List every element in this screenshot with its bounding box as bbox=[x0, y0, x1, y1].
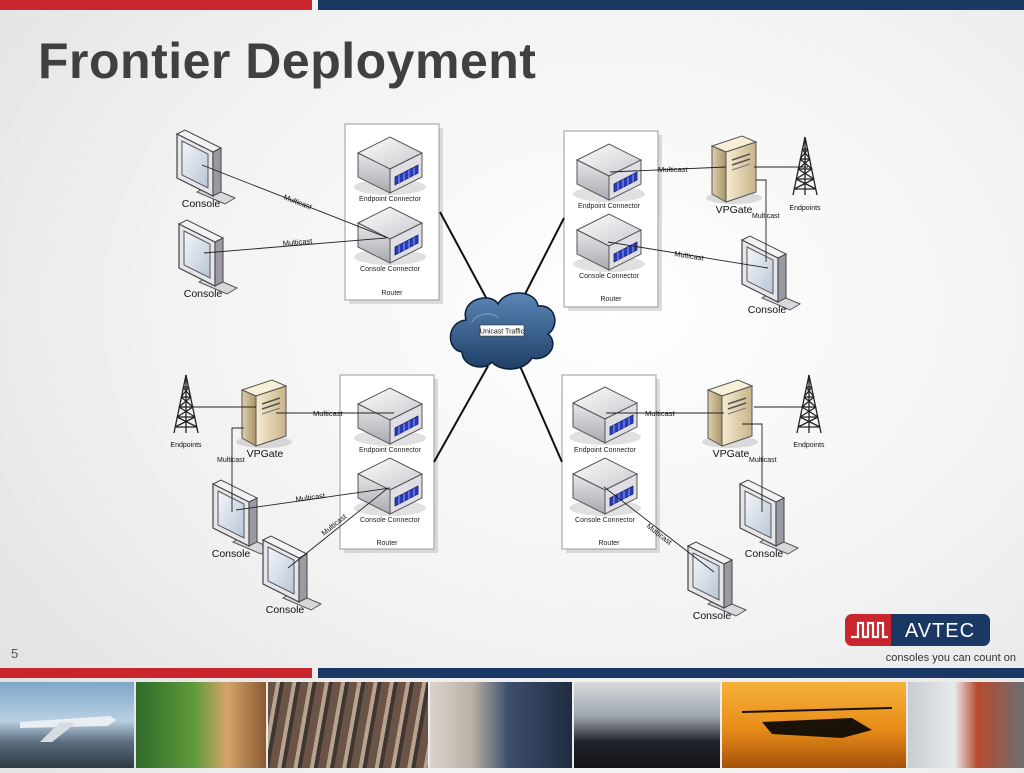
router-label: Router bbox=[600, 296, 622, 303]
airplane-photo bbox=[0, 682, 134, 768]
console-monitor-bl-2 bbox=[262, 535, 322, 611]
multicast-label: Multicast bbox=[645, 409, 676, 418]
radio-tower-bottom-left bbox=[173, 374, 199, 434]
unicast-cloud: Unicast Traffic bbox=[449, 292, 556, 370]
console-monitor-bl-1 bbox=[212, 479, 272, 555]
police-photo bbox=[574, 682, 720, 768]
console-label: Console bbox=[693, 610, 732, 622]
lineworker-photo bbox=[908, 682, 1024, 768]
console-connector-label: Console Connector bbox=[360, 266, 421, 273]
radio-tower-bottom-right bbox=[796, 374, 822, 434]
engineer-photo bbox=[430, 682, 572, 768]
endpoint-connector-label: Endpoint Connector bbox=[359, 447, 422, 454]
console-monitor-tl-2 bbox=[178, 219, 238, 295]
vpgate-label: VPGate bbox=[713, 448, 750, 460]
vpgate-server-bottom-right bbox=[701, 379, 759, 449]
slide-title: Frontier Deployment bbox=[38, 33, 537, 89]
firefighter-photo bbox=[136, 682, 266, 768]
vpgate-label: VPGate bbox=[716, 204, 753, 216]
multicast-label: Multicast bbox=[295, 491, 326, 504]
multicast-label: Multicast bbox=[674, 249, 706, 263]
top-accent-navy bbox=[318, 0, 1024, 10]
console-label: Console bbox=[748, 304, 787, 316]
bottom-accent-navy bbox=[318, 668, 1024, 678]
endpoints-label: Endpoints bbox=[793, 442, 825, 449]
endpoints-label: Endpoints bbox=[789, 205, 821, 212]
endpoint-connector-label: Endpoint Connector bbox=[359, 196, 422, 203]
helicopter-photo bbox=[722, 682, 906, 768]
console-label: Console bbox=[212, 548, 251, 560]
console-label: Console bbox=[266, 604, 305, 616]
router-label: Router bbox=[381, 290, 403, 297]
trunk-lines bbox=[433, 211, 565, 463]
router-label: Router bbox=[376, 540, 398, 547]
multicast-label: Multicast bbox=[752, 213, 780, 220]
multicast-label: Multicast bbox=[749, 457, 777, 464]
multicast-label: Multicast bbox=[658, 165, 689, 174]
network-diagram: Unicast Traffic bbox=[170, 123, 825, 622]
router-label: Router bbox=[598, 540, 620, 547]
console-label: Console bbox=[184, 288, 223, 300]
vpgate-label: VPGate bbox=[247, 448, 284, 460]
top-accent-red bbox=[0, 0, 312, 10]
console-label: Console bbox=[745, 548, 784, 560]
railyard-photo bbox=[268, 682, 428, 768]
photo-strip bbox=[0, 682, 1024, 768]
console-monitor-br-1 bbox=[739, 479, 799, 555]
endpoint-connector-label: Endpoint Connector bbox=[578, 203, 641, 210]
endpoints-label: Endpoints bbox=[170, 442, 202, 449]
console-connector-label: Console Connector bbox=[579, 273, 640, 280]
multicast-label: Multicast bbox=[282, 192, 314, 211]
multicast-label: Multicast bbox=[217, 457, 245, 464]
logo-wordmark: AVTEC bbox=[905, 620, 975, 642]
bottom-accent-red bbox=[0, 668, 312, 678]
vpgate-server-top-right bbox=[705, 135, 763, 205]
multicast-label: Multicast bbox=[313, 409, 344, 418]
console-monitor-br-2 bbox=[687, 541, 747, 617]
vpgate-server-bottom-left bbox=[235, 379, 293, 449]
console-connector-label: Console Connector bbox=[360, 517, 421, 524]
cloud-label: Unicast Traffic bbox=[480, 329, 525, 336]
radio-tower-top-right bbox=[792, 136, 818, 196]
logo-tagline: consoles you can count on bbox=[885, 652, 1016, 664]
multicast-label: Multicast bbox=[282, 236, 313, 248]
console-label: Console bbox=[182, 198, 221, 210]
multicast-lines bbox=[193, 164, 810, 573]
console-connector-label: Console Connector bbox=[575, 517, 636, 524]
avtec-logo: AVTEC bbox=[845, 614, 990, 646]
page-number: 5 bbox=[11, 646, 19, 661]
console-monitor-tr bbox=[741, 235, 801, 311]
endpoint-connector-label: Endpoint Connector bbox=[574, 447, 637, 454]
